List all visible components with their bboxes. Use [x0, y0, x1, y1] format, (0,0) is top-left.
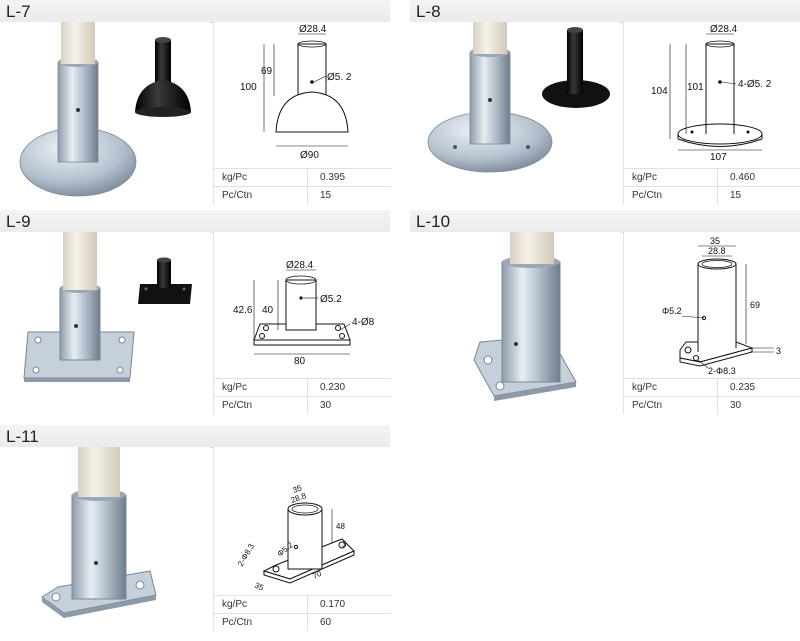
spec-table: kg/Pc 0.235 Pc/Ctn 30 — [623, 378, 800, 414]
spec-row-weight: kg/Pc 0.460 — [624, 168, 800, 186]
dimension-label: 107 — [710, 152, 727, 163]
spec-row-carton: Pc/Ctn 30 — [214, 396, 391, 414]
dimension-label: 100 — [240, 82, 257, 93]
dimension-label: 28.8 — [708, 246, 726, 256]
dimension-label: Ø90 — [300, 150, 319, 161]
technical-drawing: Ø28.4 69 100 Ø5. 2 Ø90 — [213, 22, 391, 167]
product-code: L-10 — [416, 212, 451, 231]
dimension-label: 101 — [687, 82, 704, 93]
product-code: L-9 — [6, 212, 31, 231]
product-card-l11: L-11 35 28.8 48 3 2-Φ8.3 — [0, 425, 391, 635]
spec-table: kg/Pc 0.460 Pc/Ctn 15 — [623, 168, 800, 204]
card-header: L-8 — [410, 0, 800, 23]
dimension-label: 69 — [261, 66, 273, 77]
dimension-label: 4-Ø5. 2 — [738, 79, 772, 90]
dimension-label: 35 — [710, 236, 720, 246]
dimension-label: 42.6 — [233, 305, 253, 316]
spec-row-weight: kg/Pc 0.170 — [214, 595, 391, 613]
dimension-label: 2-Φ8.3 — [708, 366, 736, 376]
card-header: L-10 — [410, 210, 800, 233]
dimension-label: 35 — [253, 581, 265, 593]
product-photo — [0, 232, 210, 412]
product-card-l7: L-7 Ø28.4 69 — [0, 0, 391, 205]
product-card-l8: L-8 — [410, 0, 800, 205]
product-card-l9: L-9 — [0, 210, 391, 415]
spec-row-carton: Pc/Ctn 15 — [214, 186, 391, 204]
card-header: L-7 — [0, 0, 390, 23]
card-header: L-9 — [0, 210, 390, 233]
product-code: L-11 — [6, 427, 39, 446]
dimension-label: Ø28.4 — [710, 24, 738, 35]
dimension-label: 2-Φ8.3 — [236, 542, 256, 568]
dimension-label: Φ5.2 — [662, 306, 682, 316]
spec-table: kg/Pc 0.395 Pc/Ctn 15 — [213, 168, 391, 204]
spec-row-carton: Pc/Ctn 30 — [624, 396, 800, 414]
product-photo — [410, 232, 620, 412]
dimension-label: 4-Ø8 — [352, 317, 375, 328]
product-card-l10: L-10 35 28.8 — [410, 210, 800, 415]
spec-table: kg/Pc 0.170 Pc/Ctn 60 — [213, 595, 391, 631]
product-photo — [410, 22, 620, 202]
spec-row-weight: kg/Pc 0.395 — [214, 168, 391, 186]
product-code: L-8 — [416, 2, 441, 21]
technical-drawing: Ø28.4 42.6 40 Ø5.2 4-Ø8 80 — [213, 232, 391, 377]
card-header: L-11 — [0, 425, 390, 448]
product-photo — [0, 447, 210, 627]
spec-row-carton: Pc/Ctn 60 — [214, 613, 391, 631]
dimension-label: Ø5.2 — [320, 294, 342, 305]
spec-table: kg/Pc 0.230 Pc/Ctn 30 — [213, 378, 391, 414]
technical-drawing: 35 28.8 48 3 2-Φ8.3 Φ5.2 35 70 — [213, 447, 391, 597]
spec-row-weight: kg/Pc 0.230 — [214, 378, 391, 396]
dimension-label: 3 — [776, 346, 781, 356]
technical-drawing: 35 28.8 Φ5.2 69 3 2-Φ8.3 — [623, 232, 800, 377]
dimension-label: 80 — [294, 356, 306, 367]
technical-drawing: Ø28.4 104 101 4-Ø5. 2 107 — [623, 22, 800, 167]
spec-row-carton: Pc/Ctn 15 — [624, 186, 800, 204]
dimension-label: 70 — [311, 569, 323, 581]
spec-row-weight: kg/Pc 0.235 — [624, 378, 800, 396]
product-code: L-7 — [6, 2, 31, 21]
dimension-label: 35 — [292, 483, 304, 495]
dimension-label: 40 — [262, 305, 274, 316]
dimension-label: Ø5. 2 — [327, 72, 352, 83]
dimension-label: 69 — [750, 300, 760, 310]
dimension-label: Ø28.4 — [299, 24, 327, 35]
dimension-label: 104 — [651, 86, 668, 97]
dimension-label: 3 — [342, 540, 347, 549]
dimension-label: 48 — [336, 522, 345, 531]
product-photo — [0, 22, 210, 202]
dimension-label: Ø28.4 — [286, 260, 314, 271]
